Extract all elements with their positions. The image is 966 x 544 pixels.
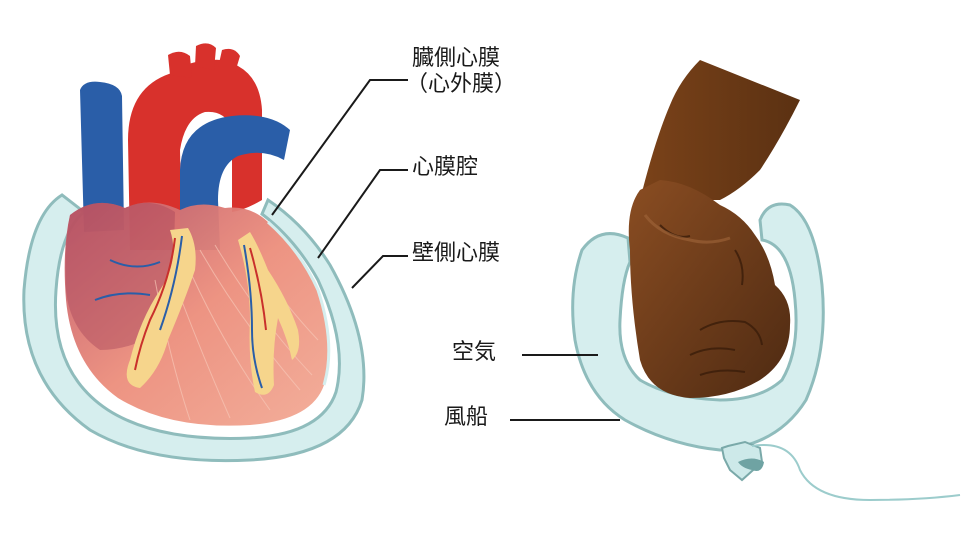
visceral-label-line2: （心外膜） — [406, 72, 517, 98]
fist-illustration — [628, 60, 800, 398]
superior-vena-cava — [80, 81, 124, 233]
parietal-pericardium-label: 壁側心膜 — [412, 241, 501, 266]
visceral-pericardium-label: 臓側心膜 （心外膜） — [406, 46, 516, 99]
coronary-fat-left — [126, 228, 196, 388]
air-label: 空気 — [452, 340, 497, 365]
aorta-arch — [128, 59, 262, 250]
cavity-leader-line — [317, 169, 408, 259]
visceral-pericardium-line — [267, 220, 331, 386]
knuckle-highlight — [643, 214, 731, 244]
pericardial-cavity-label: 心膜腔 — [412, 155, 479, 180]
parietal-pericardium-sac — [22, 193, 366, 463]
heart-leader-lines — [271, 79, 408, 289]
aortic-branch-2 — [195, 43, 216, 70]
balloon-knot-loop — [738, 458, 764, 471]
aortic-branch-1 — [168, 51, 192, 78]
parietal-leader-line — [351, 255, 408, 289]
aortic-branch-3 — [218, 48, 240, 76]
visceral-leader-line — [271, 79, 408, 216]
heart-illustration — [22, 43, 366, 463]
coronary-vessels — [94, 235, 267, 389]
balloon-leader-lines — [510, 354, 620, 421]
balloon-string — [751, 444, 961, 502]
balloon-label: 風船 — [444, 405, 489, 430]
visceral-label-line1: 臓側心膜 — [412, 46, 501, 71]
forearm — [640, 60, 800, 200]
